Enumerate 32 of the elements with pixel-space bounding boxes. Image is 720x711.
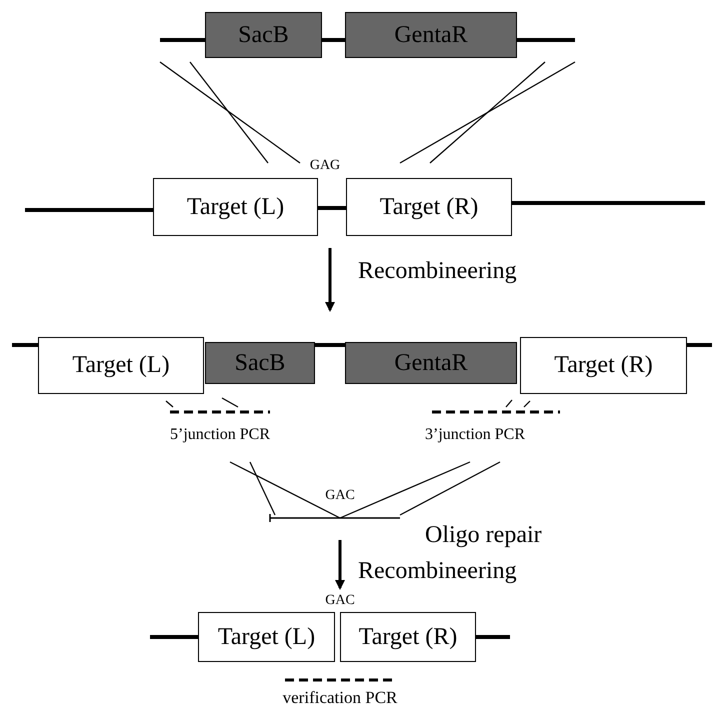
gene-name: GentaR xyxy=(394,22,468,48)
target-name: Target (L) xyxy=(218,624,316,650)
sequence-label: GAC xyxy=(325,488,355,504)
gene-name: SacB xyxy=(234,350,286,376)
target-box xyxy=(520,337,687,394)
target-box xyxy=(346,178,512,236)
gene-box xyxy=(205,342,315,384)
target-box xyxy=(340,612,476,662)
target-box xyxy=(198,612,335,662)
gene-box xyxy=(345,342,517,384)
step-label: Recombineering xyxy=(358,258,517,285)
sequence-label: GAC xyxy=(325,593,355,609)
dna-line xyxy=(322,38,345,42)
target-box xyxy=(38,337,204,394)
pcr-label: verification PCR xyxy=(282,688,398,708)
target-name: Target (R) xyxy=(554,352,653,379)
target-name: Target (R) xyxy=(358,624,458,650)
pcr-label: 5’junction PCR xyxy=(170,426,270,444)
dna-line xyxy=(318,206,346,210)
dna-line xyxy=(315,343,345,347)
gene-box xyxy=(345,12,517,58)
step-label: Recombineering xyxy=(358,558,517,585)
sequence-label: GAG xyxy=(310,158,340,174)
target-name: Target (R) xyxy=(380,194,478,220)
gene-name: GentaR xyxy=(394,350,468,376)
gene-box xyxy=(205,12,322,58)
target-box xyxy=(153,178,318,236)
gene-name: SacB xyxy=(238,22,289,48)
target-name: Target (L) xyxy=(72,352,170,379)
oligo-label: Oligo repair xyxy=(425,522,542,549)
target-name: Target (L) xyxy=(186,194,284,220)
pcr-label: 3’junction PCR xyxy=(425,426,525,444)
